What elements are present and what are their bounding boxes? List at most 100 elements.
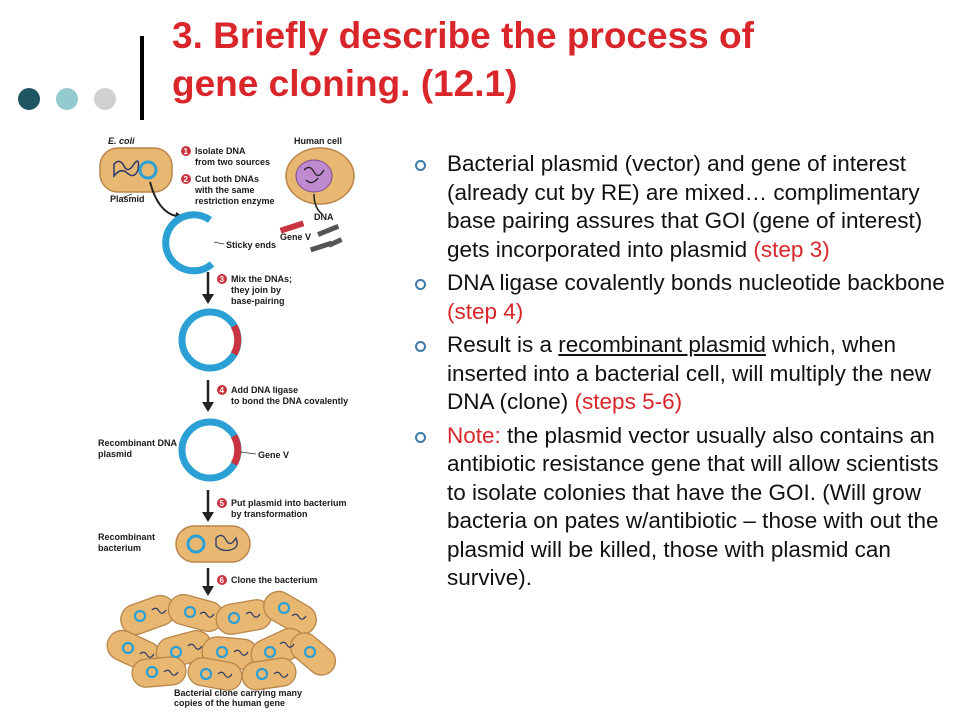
colony-chromosome xyxy=(279,641,295,648)
step-1-text-1: Isolate DNA xyxy=(195,146,246,156)
decorative-dot-gray xyxy=(94,88,116,110)
colony-chromosome xyxy=(151,607,167,614)
step-3-text-3: base-pairing xyxy=(231,296,285,306)
bullet-text-segment: DNA ligase covalently bonds nucleotide b… xyxy=(447,270,945,295)
dna-fragment-gray-1 xyxy=(317,224,340,237)
title-divider xyxy=(140,36,144,120)
colony-plasmid xyxy=(303,645,317,659)
ecoli-chromosome xyxy=(113,160,140,179)
step-4-text-1: Add DNA ligase xyxy=(231,385,298,395)
colony-cell xyxy=(187,657,243,691)
plasmid-pointer xyxy=(121,193,133,199)
slide-title: 3. Briefly describe the process of gene … xyxy=(172,12,942,108)
label-dna: DNA xyxy=(314,212,334,222)
step-6-badge xyxy=(217,575,227,585)
bullet-marker-icon xyxy=(415,341,426,352)
arrow-down-4-head xyxy=(202,402,214,412)
colony-chromosome xyxy=(245,611,261,618)
colony-plasmid xyxy=(145,665,159,679)
label-recombinant-bacterium-1: Recombinant xyxy=(98,532,155,542)
colony-chromosome xyxy=(199,611,215,618)
arrow-down-6-head xyxy=(202,586,214,596)
arrow-to-dna xyxy=(313,193,323,215)
bullet-text-segment: recombinant plasmid xyxy=(558,332,766,357)
dna-fragment-red xyxy=(279,220,305,234)
colony-plasmid xyxy=(169,645,183,659)
label-recombinant-plasmid-1: Recombinant DNA xyxy=(98,438,178,448)
bullet-marker-icon xyxy=(415,160,426,171)
colony-plasmid xyxy=(255,667,269,681)
colony-chromosome xyxy=(163,669,179,676)
colony-cell xyxy=(263,590,317,636)
step-5-badge xyxy=(217,498,227,508)
label-recombinant-plasmid-2: plasmid xyxy=(98,449,132,459)
label-gene-v-2: Gene V xyxy=(258,450,289,460)
step-3-text-1: Mix the DNAs; xyxy=(231,274,292,284)
step-3-badge xyxy=(217,274,227,284)
bullet-text-segment: Bacterial plasmid (vector) and gene of i… xyxy=(447,151,923,262)
plasmid-with-insert xyxy=(178,308,242,372)
step-2-text-1: Cut both DNAs xyxy=(195,174,259,184)
step-4-badge xyxy=(217,385,227,395)
step-1-badge xyxy=(181,146,191,156)
bullet-text-segment: which, when inserted into a bacterial ce… xyxy=(447,332,931,414)
human-dna-strands xyxy=(303,166,325,184)
clone-caption-1: Bacterial clone carrying many xyxy=(174,688,302,698)
recombinant-bacterium-plasmid xyxy=(186,534,206,554)
colony-chromosome xyxy=(273,671,289,678)
step-6-text-1: Clone the bacterium xyxy=(231,575,318,585)
bullet-marker-icon xyxy=(415,279,426,290)
colony-cell xyxy=(241,657,297,691)
step-5-text-1: Put plasmid into bacterium xyxy=(231,498,347,508)
label-human-cell: Human cell xyxy=(294,136,342,146)
gene-cloning-diagram: E. coli Plasmid 1 Isolate DNA from two s… xyxy=(98,136,355,708)
recombinant-bacterium-chromosome xyxy=(215,534,238,552)
step-2-num: 2 xyxy=(184,175,189,184)
bullet-item: Bacterial plasmid (vector) and gene of i… xyxy=(412,150,952,264)
recombinant-plasmid xyxy=(178,418,242,482)
bacterial-colony xyxy=(106,590,337,691)
step-3-num: 3 xyxy=(220,275,225,284)
step-2-badge xyxy=(181,174,191,184)
label-gene-v-text: Gene V xyxy=(280,232,311,242)
step-6-num: 6 xyxy=(220,576,225,585)
colony-chromosome xyxy=(217,671,233,678)
step-2-text-2: with the same xyxy=(194,185,255,195)
colony-cell xyxy=(131,656,187,688)
arrow-down-3-head xyxy=(202,294,214,304)
slide-title-line2: gene cloning. (12.1) xyxy=(172,63,518,104)
step-4-num: 4 xyxy=(220,386,225,395)
recombinant-gene-segment xyxy=(230,434,242,466)
colony-plasmid xyxy=(215,645,229,659)
label-gene-v: Gene V xyxy=(280,232,311,242)
bullet-text-segment: (step 3) xyxy=(753,236,830,262)
colony-cell xyxy=(289,632,337,676)
bullet-list: Bacterial plasmid (vector) and gene of i… xyxy=(412,150,952,598)
gene-v-pointer xyxy=(239,451,257,455)
colony-chromosome xyxy=(139,651,155,658)
colony-plasmid xyxy=(263,645,277,659)
bullet-item: DNA ligase covalently bonds nucleotide b… xyxy=(412,269,952,326)
step-2-text-3: restriction enzyme xyxy=(195,196,275,206)
sticky-end-pointer xyxy=(213,241,225,245)
bullet-text-segment: (step 4) xyxy=(447,298,524,324)
dna-fragment-gray-3 xyxy=(327,237,343,248)
colony-chromosome xyxy=(291,613,307,620)
slide-title-line1: 3. Briefly describe the process of xyxy=(172,15,754,56)
bullet-text-segment: (steps 5-6) xyxy=(574,389,683,414)
colony-plasmid xyxy=(199,667,213,681)
inserted-gene-segment xyxy=(230,324,242,356)
arrow-down-5-head xyxy=(202,512,214,522)
step-3-text-2: they join by xyxy=(231,285,281,295)
label-recombinant-bacterium-2: bacterium xyxy=(98,543,141,553)
colony-plasmid xyxy=(277,601,291,615)
colony-plasmid xyxy=(133,609,147,623)
decorative-dot-teal xyxy=(56,88,78,110)
colony-chromosome xyxy=(233,649,249,656)
clone-caption-2: copies of the human gene xyxy=(174,698,285,708)
colony-plasmid xyxy=(121,641,135,655)
step-4-text-2: to bond the DNA covalently xyxy=(231,396,348,406)
colony-plasmid xyxy=(183,605,197,619)
bullet-item: Result is a recombinant plasmid which, w… xyxy=(412,331,952,417)
step-5-text-2: by transformation xyxy=(231,509,308,519)
